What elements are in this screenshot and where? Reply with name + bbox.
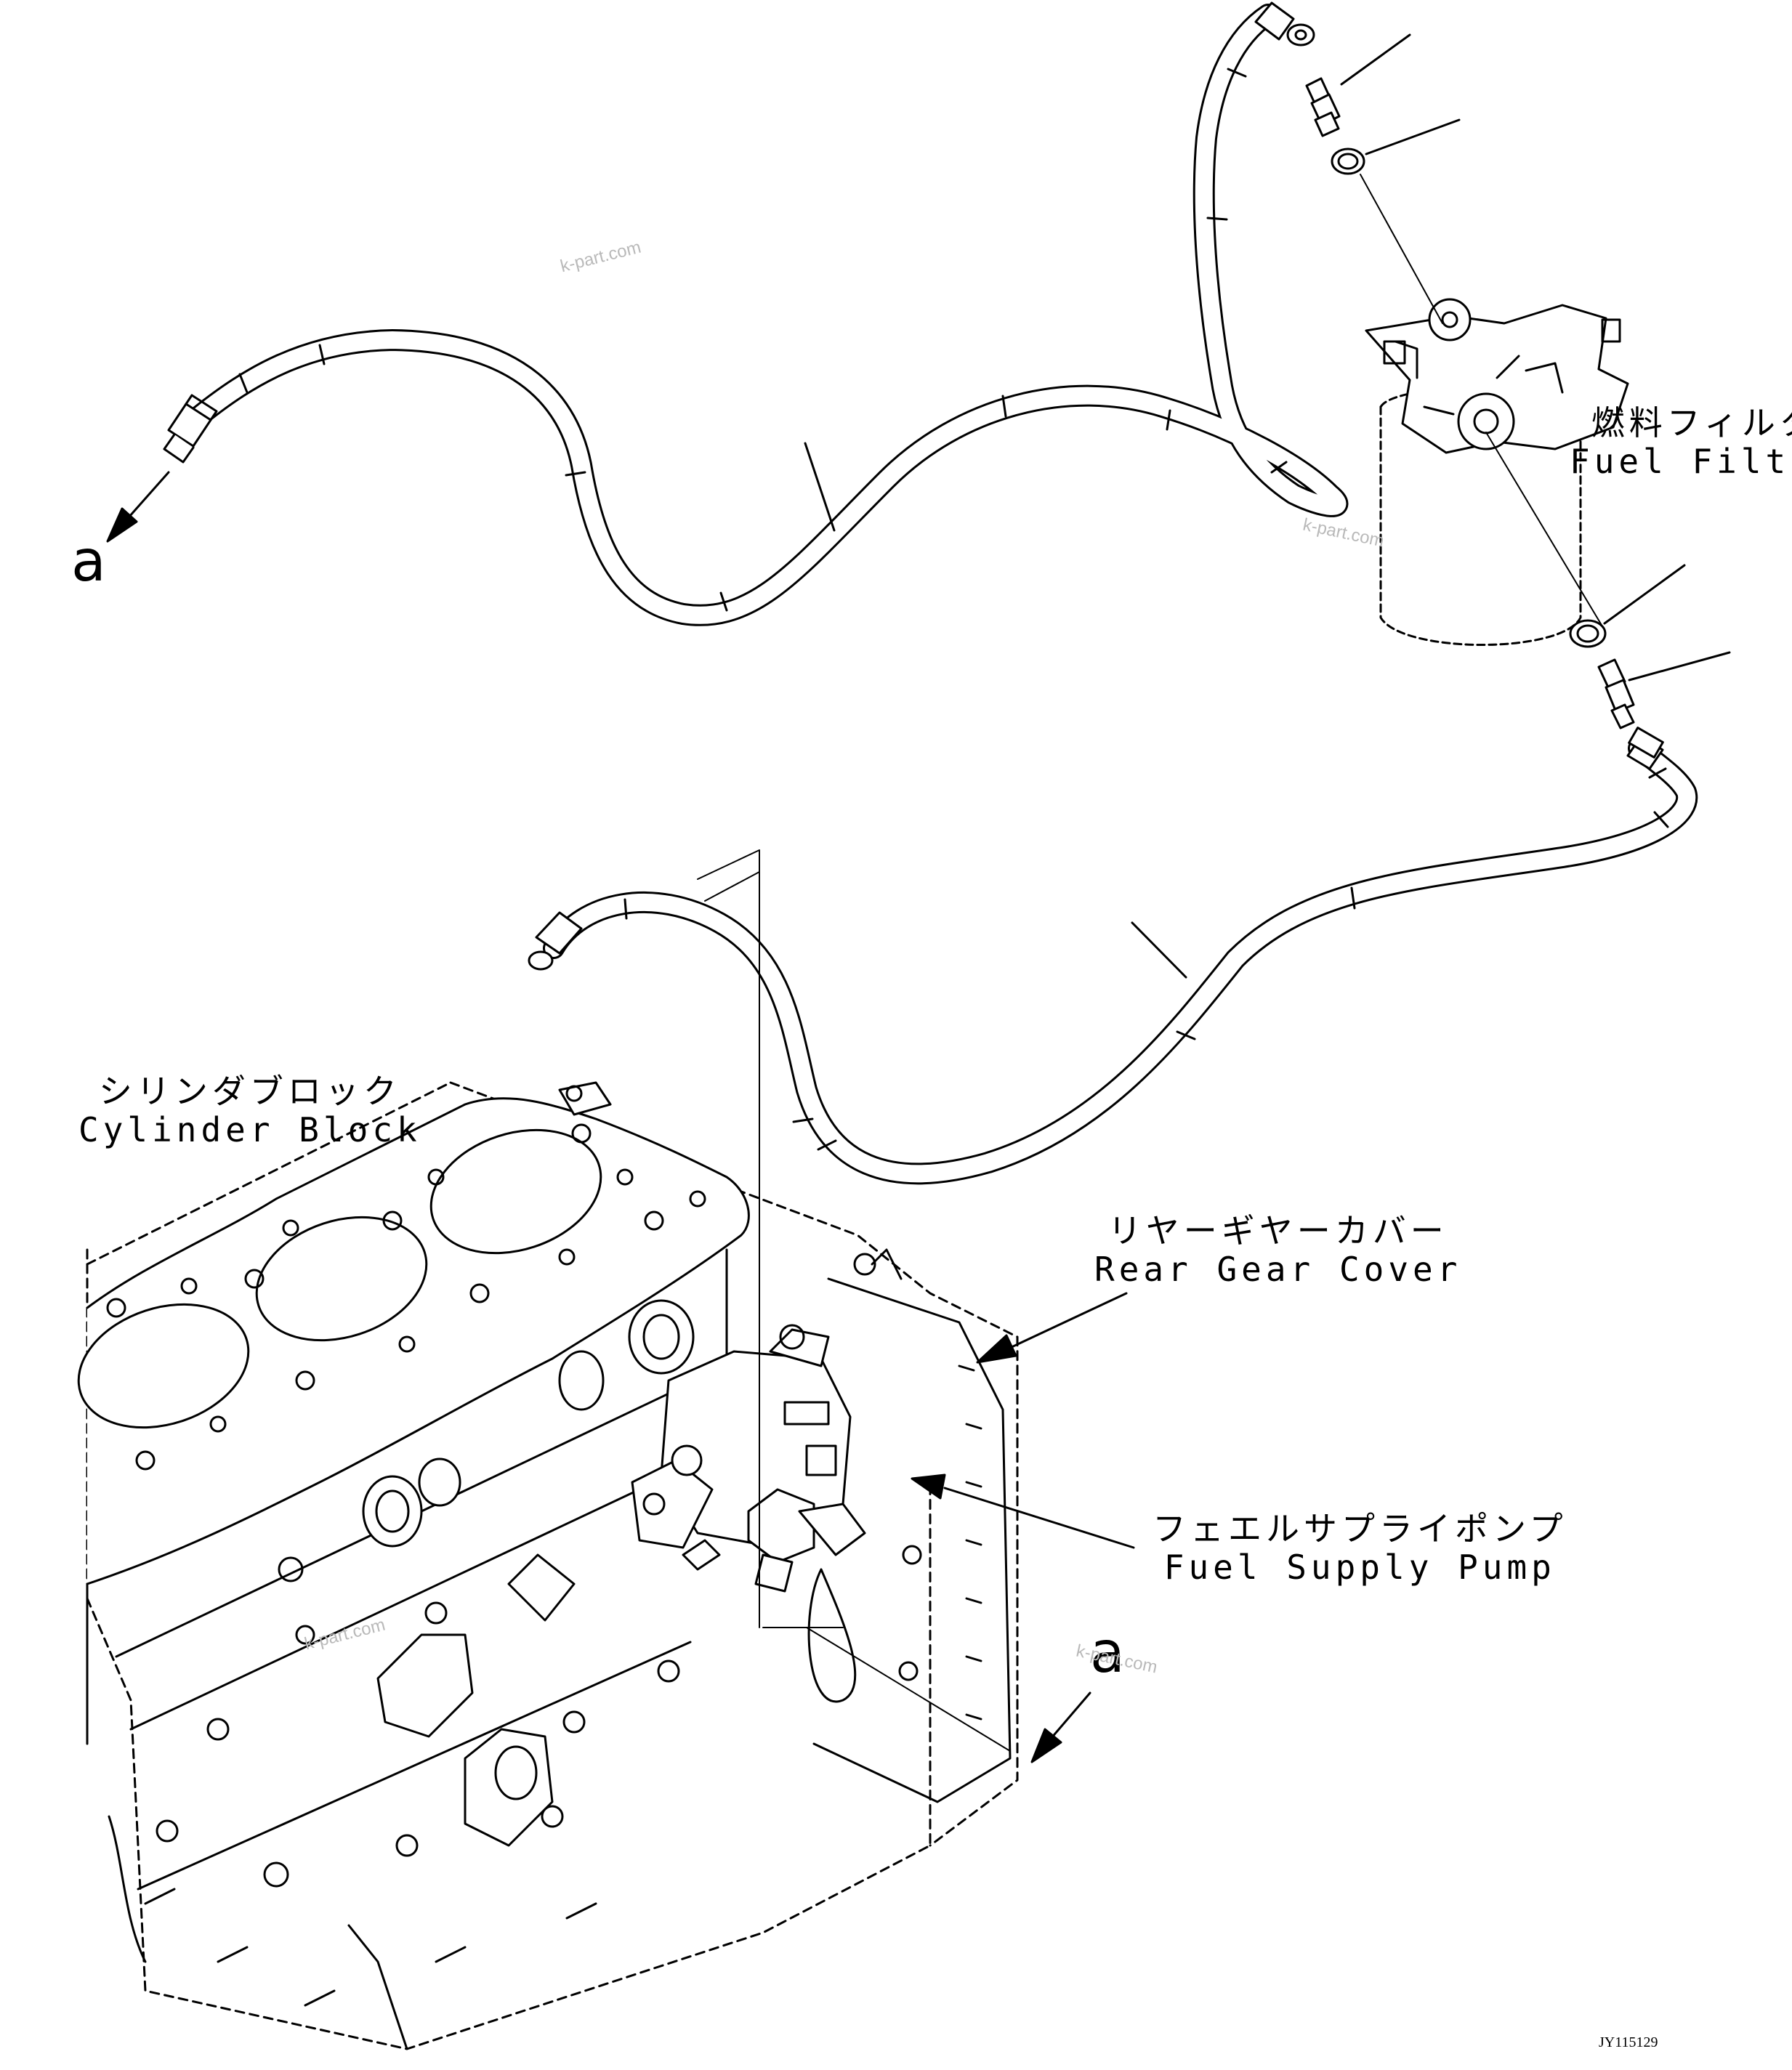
- arrow-a-lower: [1030, 1691, 1091, 1763]
- hose-fitting-top: [1254, 1, 1315, 47]
- cylinder-block: [77, 1081, 1019, 2050]
- cylinder-block-label-jp: シリンダブロック: [98, 1072, 401, 1111]
- assembly-line-hose-to-pump: [704, 871, 844, 1628]
- o-ring-upper: [1331, 118, 1461, 175]
- assembly-line-filter-lower: [1485, 432, 1603, 627]
- rear-gear-cover-label-en: Rear Gear Cover: [1094, 1249, 1462, 1289]
- adapter-fitting-upper: [1305, 33, 1411, 137]
- drawing-code: JY115129: [1599, 2034, 1658, 2050]
- assembly-line-filter-upper: [1360, 174, 1443, 324]
- o-ring-lower: [1569, 564, 1686, 648]
- fuel-supply-pump-label: フェエルサプライポンプ Fuel Supply Pump: [1153, 1510, 1567, 1587]
- cylinder-block-label: シリンダブロック Cylinder Block: [78, 1072, 421, 1149]
- fuel-hose-lower: [528, 727, 1698, 1185]
- hose-fitting-lower-right: [1626, 727, 1664, 770]
- fuel-supply-pump: [631, 1324, 866, 1593]
- fuel-filter-label: 燃料フィルタ Fuel Filter: [1570, 404, 1792, 481]
- fuel-hose-upper: [163, 1, 1349, 626]
- ref-a-lower: a: [1090, 1620, 1125, 1686]
- hose-fitting-upper-left: [163, 394, 218, 464]
- arrow-fuel-supply-pump: [911, 1473, 1135, 1549]
- cylinder-block-label-en: Cylinder Block: [78, 1109, 421, 1149]
- hose-fitting-lower-left: [528, 911, 583, 971]
- fuel-supply-pump-label-jp: フェエルサプライポンプ: [1153, 1509, 1567, 1548]
- fuel-supply-pump-label-en: Fuel Supply Pump: [1163, 1547, 1556, 1587]
- fuel-filter-label-en: Fuel Filter: [1570, 441, 1792, 481]
- arrow-a-upper: [106, 471, 170, 543]
- adapter-fitting-lower: [1597, 651, 1731, 729]
- arrow-rear-gear-cover: [976, 1292, 1128, 1364]
- rear-gear-cover-label-jp: リヤーギヤーカバー: [1107, 1211, 1448, 1250]
- rear-gear-cover: [807, 1248, 1012, 1803]
- water-jacket-holes: [106, 1123, 706, 1471]
- fuel-filter-label-jp: 燃料フィルタ: [1591, 403, 1792, 442]
- rear-gear-cover-label: リヤーギヤーカバー Rear Gear Cover: [1094, 1212, 1461, 1289]
- fuel-filter: [1365, 298, 1629, 646]
- ref-a-upper: a: [71, 529, 106, 594]
- assembly-line-pump: [697, 849, 1011, 1752]
